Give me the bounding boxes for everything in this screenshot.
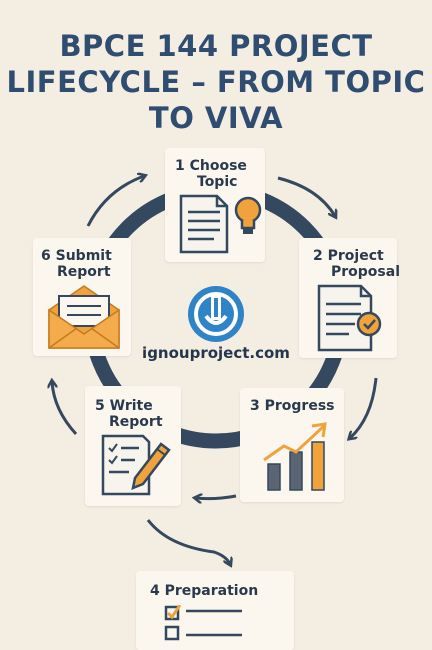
step-1-line2: Topic [197,174,238,190]
step-3-line1: Progress [264,398,335,414]
step-card-project-proposal: 2 Project Proposal [299,238,400,358]
step-1-line1: Choose [189,158,247,174]
step-card-choose-topic: 1 Choose Topic [165,148,265,262]
step-6-label: 6 Submit Report [41,248,112,280]
step-card-submit-report: 6 Submit Report [33,238,131,356]
step-1-number: 1 [175,158,185,174]
step-2-line1: Project [327,248,384,264]
arrow-5-to-6 [52,382,78,436]
step-6-number: 6 [41,248,51,264]
page-title: BPCE 144 PROJECT LIFECYCLE – FROM TOPIC … [0,28,432,136]
title-line-3: TO VIVA [148,101,284,135]
title-line-1: BPCE 144 PROJECT [59,29,373,63]
logo-text: ignouproject.com [142,344,290,362]
step-5-number: 5 [95,398,105,414]
checklist-icon [164,605,242,641]
step-1-label: 1 Choose Topic [175,158,247,190]
envelope-icon [48,285,120,349]
arrow-3-to-5 [196,496,237,499]
step-6-line1: Submit [55,248,112,264]
step-5-label: 5 Write Report [95,398,163,430]
step-2-label: 2 Project Proposal [313,248,400,280]
step-card-write-report: 5 Write Report [85,386,181,506]
arrow-6-to-1 [86,176,144,227]
step-card-progress: 3 Progress [240,388,344,502]
step-5-line1: Write [109,398,153,414]
title-line-2: LIFECYCLE – FROM TOPIC [6,65,426,99]
step-3-label: 3 Progress [250,398,335,414]
arrow-5-to-4 [146,519,230,564]
step-2-line2: Proposal [331,264,401,280]
step-4-number: 4 [150,583,160,599]
step-card-preparation: 4 Preparation [136,571,294,650]
step-4-label: 4 Preparation [150,583,258,599]
step-6-line2: Report [57,264,111,280]
bar-chart-growth-icon [263,422,327,491]
document-check-icon [317,284,382,352]
writing-pencil-icon [101,434,171,496]
step-2-number: 2 [313,248,323,264]
ignou-logo-icon [188,286,244,342]
arrow-1-to-2 [277,176,335,216]
step-5-line2: Report [109,414,163,430]
step-4-line1: Preparation [164,583,259,599]
arrow-2-to-3 [350,377,378,438]
document-lightbulb-icon [179,194,262,254]
step-3-number: 3 [250,398,260,414]
